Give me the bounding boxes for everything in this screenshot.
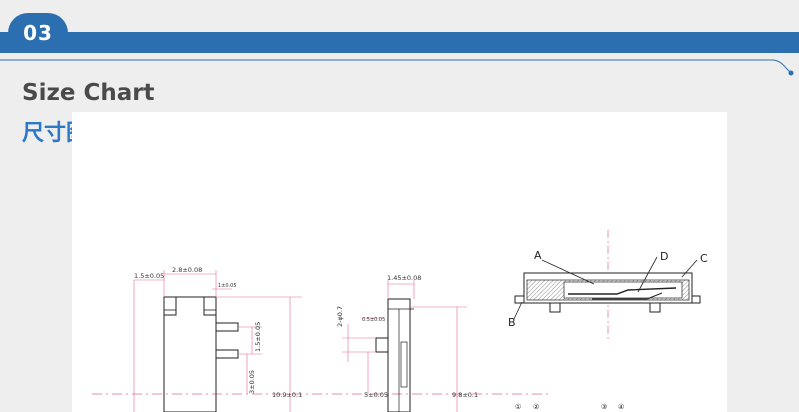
dim-1-5-vertical-label: 1.5±0.05 xyxy=(254,322,262,352)
dim-1-5-label: 1.5±0.05 xyxy=(134,272,164,280)
pin-number-markers: ① ② ③ ④ xyxy=(515,403,624,411)
dim-2-phi-label: 2-φ0.7 xyxy=(336,306,344,327)
dim-0-5-label: 0.5±0.05 xyxy=(362,317,385,323)
pin-number-4: ④ xyxy=(618,403,624,411)
dim-10-9-label: 10.9±0.1 xyxy=(272,391,302,399)
section-number-tab: 03 xyxy=(8,13,68,53)
section-banner xyxy=(0,32,799,53)
section-view xyxy=(513,230,701,340)
pin-number-1: ① xyxy=(515,403,521,411)
page-title: Size Chart xyxy=(22,80,155,106)
section-label-a: A xyxy=(534,249,542,262)
front-view xyxy=(163,296,239,412)
front-view-dimensions xyxy=(133,270,302,412)
side-view-dimensions xyxy=(342,280,467,412)
banner-underline xyxy=(0,59,794,76)
technical-drawing: 1.5±0.05 2.8±0.08 1±0.05 1.5±0.05 3±0.05… xyxy=(92,230,708,412)
section-label-b: B xyxy=(508,316,516,329)
dim-9-8-label: 9.8±0.1 xyxy=(452,391,478,399)
dim-5-label: 5±0.05 xyxy=(364,391,388,399)
dim-2-8-label: 2.8±0.08 xyxy=(172,266,202,274)
section-number: 03 xyxy=(23,21,53,45)
side-view xyxy=(375,298,414,412)
dim-1-label: 1±0.05 xyxy=(218,283,237,289)
size-chart-drawing: 1.5±0.05 2.8±0.08 1±0.05 1.5±0.05 3±0.05… xyxy=(72,112,727,412)
section-label-d: D xyxy=(660,250,668,263)
pin-number-3: ③ xyxy=(601,403,607,411)
dim-1-45-label: 1.45±0.08 xyxy=(387,274,421,282)
dim-3-label: 3±0.05 xyxy=(248,370,256,394)
pin-number-2: ② xyxy=(533,403,539,411)
section-label-c: C xyxy=(700,252,708,265)
